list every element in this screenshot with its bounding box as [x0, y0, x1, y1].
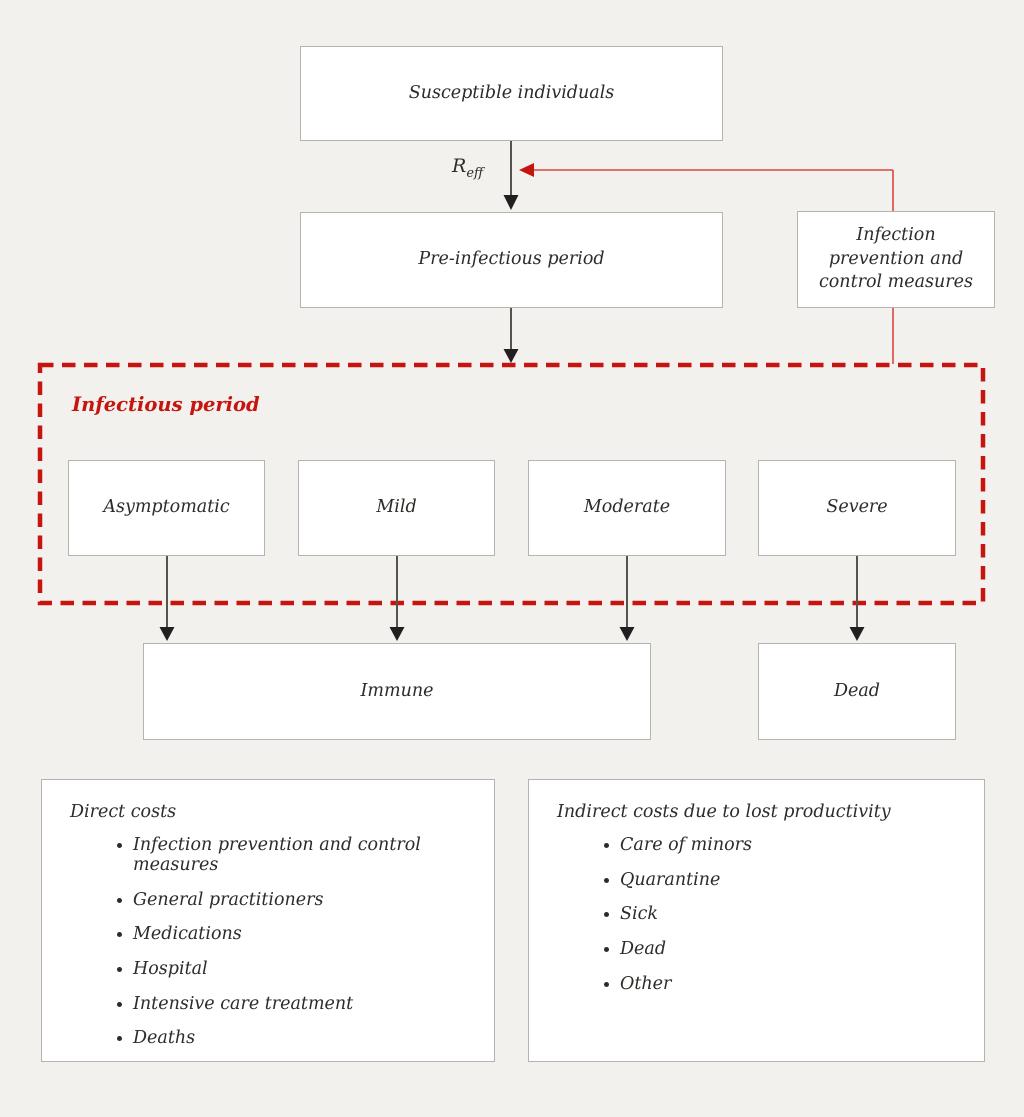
node-dead-label: Dead [833, 680, 881, 701]
arrow-preinfectious-to-infectious-period [503, 308, 519, 363]
list-item: Deaths [133, 1028, 478, 1048]
arrow-ipc-feedback [519, 163, 894, 211]
list-item: Hospital [133, 959, 478, 979]
node-susceptible-label: Susceptible individuals [408, 82, 615, 103]
direct-costs-title: Direct costs [70, 802, 177, 822]
node-asymptomatic-label: Asymptomatic [103, 497, 230, 518]
direct-costs-box: Direct costs Infection prevention and co… [41, 779, 495, 1062]
indirect-costs-box: Indirect costs due to lost productivity … [528, 779, 985, 1062]
infectious-period-title: Infectious period [72, 393, 260, 416]
arrow-mild-to-immune [389, 556, 405, 641]
node-moderate: Moderate [528, 460, 726, 556]
arrow-moderate-to-immune [619, 556, 635, 641]
node-immune-label: Immune [360, 680, 434, 701]
node-pre-infectious-label: Pre-infectious period [418, 249, 605, 270]
node-mild-label: Mild [376, 497, 417, 518]
list-item: Quarantine [620, 870, 968, 890]
list-item: Intensive care treatment [133, 994, 478, 1014]
list-item: Infection prevention and control measure… [133, 835, 478, 875]
node-mild: Mild [298, 460, 495, 556]
direct-costs-list: Infection prevention and control measure… [70, 835, 478, 1048]
list-item: Sick [620, 904, 968, 924]
arrow-severe-to-dead [849, 556, 865, 641]
reff-subscript: eff [466, 165, 484, 181]
arrow-asymptomatic-to-immune [159, 556, 175, 641]
list-item: Care of minors [620, 835, 968, 855]
reff-label: Reff [452, 155, 483, 181]
node-pre-infectious: Pre-infectious period [300, 212, 723, 308]
node-immune: Immune [143, 643, 651, 740]
node-dead: Dead [758, 643, 956, 740]
list-item: General practitioners [133, 890, 478, 910]
indirect-costs-list: Care of minors Quarantine Sick Dead Othe… [557, 835, 968, 994]
indirect-costs-title: Indirect costs due to lost productivity [557, 802, 891, 822]
list-item: Dead [620, 939, 968, 959]
node-infection-prevention-label: Infection prevention and control measure… [818, 225, 974, 293]
reff-base: R [452, 155, 467, 177]
node-asymptomatic: Asymptomatic [68, 460, 265, 556]
list-item: Other [620, 974, 968, 994]
node-severe-label: Severe [826, 497, 888, 518]
arrow-susceptible-to-preinfectious [503, 141, 519, 210]
list-item: Medications [133, 924, 478, 944]
node-severe: Severe [758, 460, 956, 556]
node-susceptible: Susceptible individuals [300, 46, 723, 141]
infectious-period-frame [37, 362, 986, 606]
node-moderate-label: Moderate [583, 497, 671, 518]
node-infection-prevention: Infection prevention and control measure… [797, 211, 995, 308]
